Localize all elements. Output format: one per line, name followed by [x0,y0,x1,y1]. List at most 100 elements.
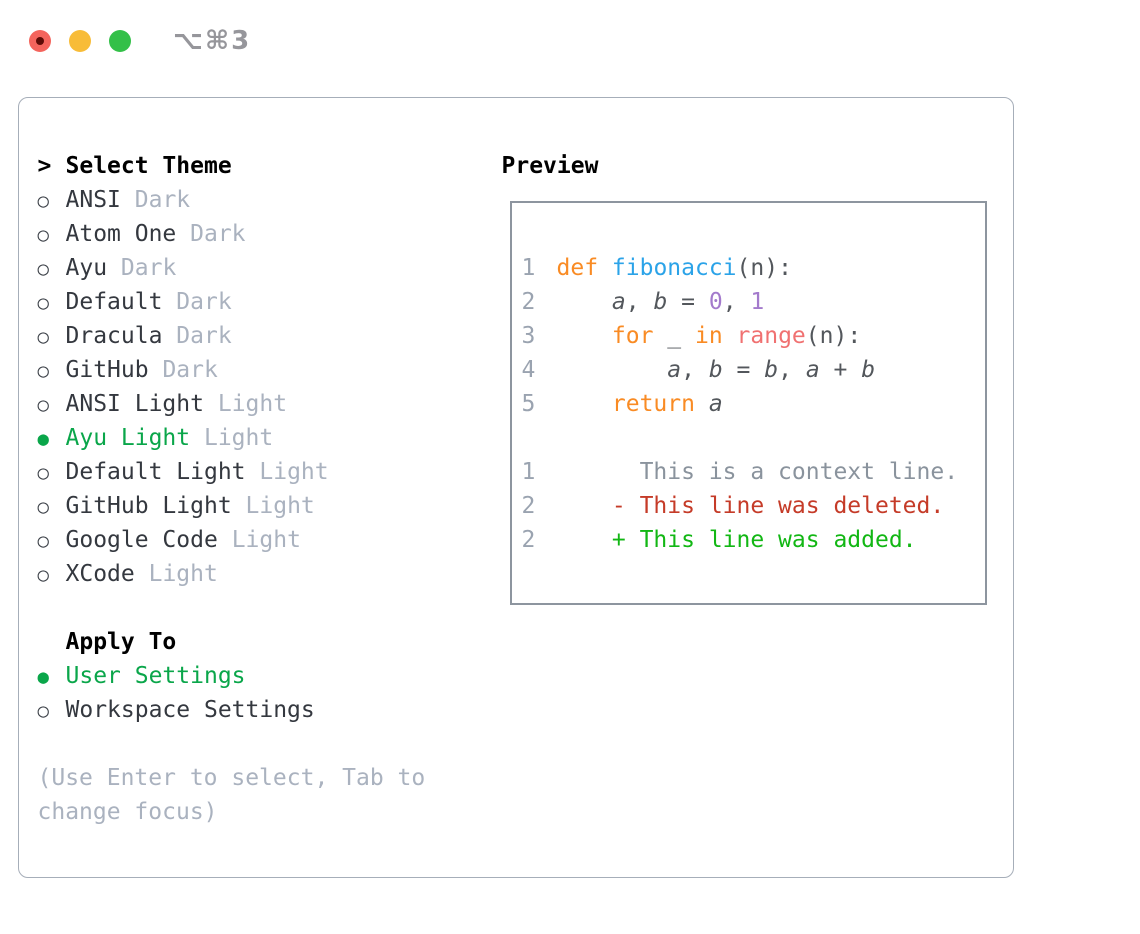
line-number: 2 [521,527,536,553]
code-token: - This line was deleted. [556,493,945,519]
code-blank-line [522,421,982,455]
code-token: + This line was added. [556,527,917,553]
theme-variant-label: Dark [176,289,232,315]
apply-to-option-label: Workspace Settings [65,697,315,723]
code-line: 4 a, b = b, a + b [522,353,982,387]
theme-variant-label: Dark [190,221,246,247]
theme-variant-label: Dark [120,255,177,281]
code-token [598,255,612,281]
theme-option[interactable]: ○XCode Light [38,557,510,591]
code-token: return [611,391,695,417]
code-token: a [611,289,626,315]
theme-option[interactable]: ●Ayu Light Light [38,421,510,455]
line-number: 5 [521,391,536,417]
theme-option-label: Dracula [65,323,163,349]
radio-icon: ○ [37,258,49,280]
code-token: a [805,357,820,383]
preview-header: Preview [501,153,599,179]
theme-option[interactable]: ○Dracula Dark [38,319,510,353]
zoom-button[interactable] [109,30,131,52]
radio-icon: ○ [37,700,49,722]
code-token [557,391,612,417]
code-token [723,323,737,349]
code-token [557,357,668,383]
theme-variant-label: Light [148,561,218,587]
radio-icon: ○ [37,530,49,552]
code-token: , [625,289,654,315]
theme-picker-panel: >Select Theme ○ANSI Dark○Atom One Dark○A… [18,97,1014,878]
code-token: , [722,289,751,315]
close-button[interactable] [29,30,51,52]
code-token: (n): [736,255,792,281]
theme-option[interactable]: ○Default Light Light [38,455,510,489]
selected-radio-icon: ● [37,428,49,450]
theme-option-label: Default [65,289,163,315]
theme-option-label: Ayu Light [65,425,191,451]
theme-option-label: GitHub [65,357,149,383]
code-token: 0 [708,289,723,315]
theme-option-label: ANSI [65,187,121,213]
apply-to-list: ●User Settings ○ Workspace Settings [38,659,510,727]
theme-option[interactable]: ○GitHub Dark [38,353,510,387]
apply-to-option-label: User Settings [65,663,246,689]
theme-option[interactable]: ○ Default Dark [38,285,510,319]
line-number: 1 [521,255,536,281]
radio-icon: ○ [37,394,49,416]
theme-option[interactable]: ○ ANSI Dark [38,183,510,217]
code-token [695,391,709,417]
theme-option[interactable]: ○Google Code Light [38,523,510,557]
theme-option-label: ANSI Light [65,391,204,417]
code-token: , [681,357,709,383]
code-token [557,289,612,315]
code-token: b [708,357,723,383]
code-line: 5 return a [522,387,982,421]
theme-variant-label: Dark [162,357,218,383]
theme-variant-label: Light [217,391,288,417]
apply-to-option[interactable]: ●User Settings [38,659,510,693]
theme-picker-column: >Select Theme ○ANSI Dark○Atom One Dark○A… [38,149,510,829]
code-token: for [611,323,654,349]
theme-option[interactable]: ○GitHub Light Light [38,489,510,523]
code-token: range [736,323,806,349]
line-number: 1 [521,459,536,485]
code-token [557,323,612,349]
close-button-dot-icon [36,37,44,45]
theme-option-label: Default Light [65,459,246,485]
theme-option[interactable]: ○ Atom One Dark [38,217,510,251]
theme-option-label: Atom One [65,221,177,247]
minimize-button[interactable] [69,30,91,52]
radio-icon: ○ [37,224,49,246]
theme-option[interactable]: ○Ayu Dark [38,251,510,285]
line-number: 3 [521,323,536,349]
code-line: 2 - This line was deleted. [522,489,982,523]
apply-to-option[interactable]: ○ Workspace Settings [38,693,510,727]
radio-icon: ○ [37,564,49,586]
code-line: 1 This is a context line. [522,455,982,489]
spacer-row [38,591,510,625]
line-number: 2 [521,289,536,315]
select-theme-header: >Select Theme [38,149,510,183]
theme-variant-label: Dark [134,187,191,213]
code-token: = [667,289,709,315]
apply-to-header-label: Apply To [65,629,177,655]
code-line: 2 + This line was added. [522,523,982,557]
code-token: b [764,357,779,383]
hint-line-1: (Use Enter to select, Tab to [37,765,426,791]
theme-option[interactable]: ○ ANSI Light Light [38,387,510,421]
radio-icon: ○ [37,292,49,314]
line-number: 4 [521,357,536,383]
code-token: This is a context line. [556,459,959,485]
code-line: 3 for _ in range(n): [522,319,982,353]
select-theme-header-label: Select Theme [65,153,232,179]
code-token: b [653,289,668,315]
code-token: _ [653,323,695,349]
line-number: 2 [521,493,536,519]
spacer-row [38,727,510,761]
code-token: a [708,391,723,417]
radio-icon: ○ [37,190,49,212]
window-titlebar: ⌥⌘3 [29,26,251,56]
